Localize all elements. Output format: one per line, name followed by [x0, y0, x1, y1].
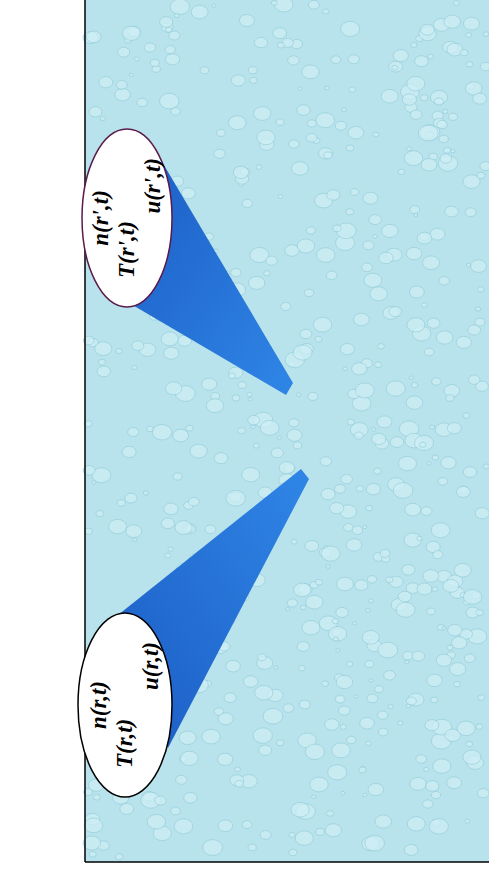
field-variable: u(r,t) — [138, 642, 164, 690]
circle-content: n(r',t)T(r',t)u(r',t) — [81, 128, 173, 308]
zoom-circle: n(r,t)T(r,t) u(r,t) — [77, 612, 173, 798]
zoom-circle: n(r',t)T(r',t)u(r',t) — [81, 128, 173, 308]
field-variable: T(r,t) — [112, 719, 138, 768]
region-border — [85, 861, 489, 863]
field-variable: T(r',t) — [114, 221, 140, 278]
field-variable: n(r',t) — [88, 190, 114, 246]
field-variable: u(r',t) — [140, 158, 166, 214]
circle-content: n(r,t)T(r,t) u(r,t) — [77, 612, 173, 798]
field-variable: n(r,t) — [86, 681, 112, 729]
